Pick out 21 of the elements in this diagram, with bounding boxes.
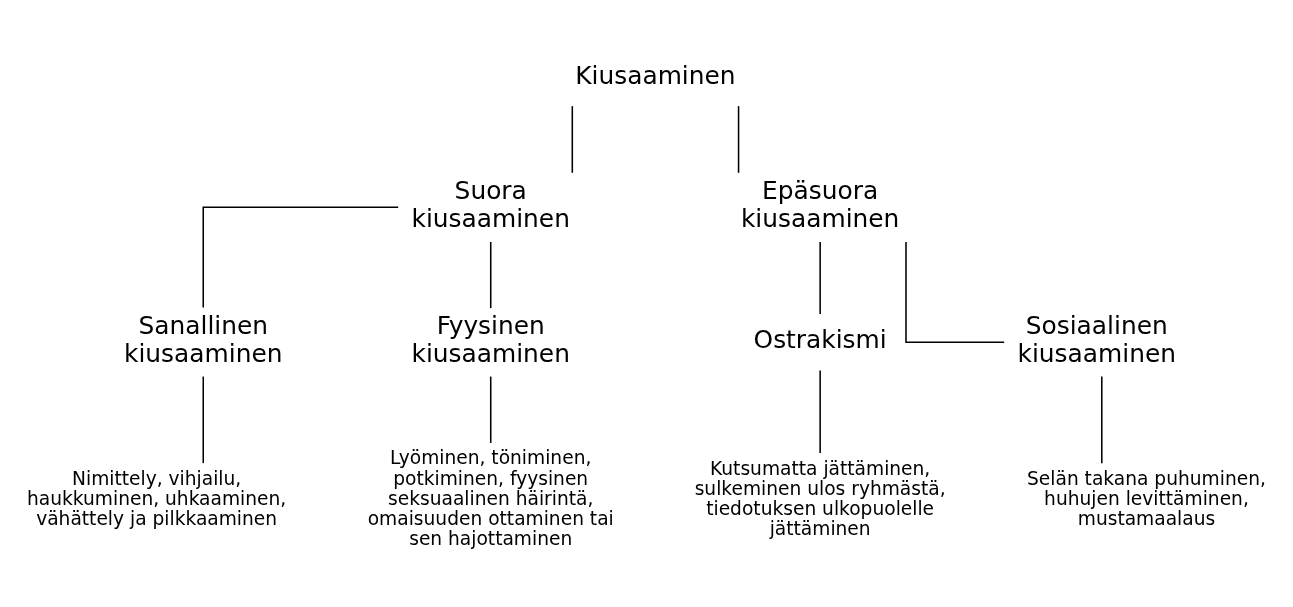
connector xyxy=(489,375,492,444)
connector xyxy=(1101,375,1103,464)
connector xyxy=(905,241,1005,344)
connector xyxy=(819,369,821,454)
node-text: Sanallinen kiusaaminen xyxy=(124,311,283,369)
node-text: Nimittely, vihjailu, haukkuminen, uhkaaminen, vähättely ja pilkkaaminen xyxy=(27,467,287,530)
connector xyxy=(489,241,492,309)
connector xyxy=(202,375,205,464)
node-text: Kiusaaminen xyxy=(575,61,736,91)
node-text: Suora kiusaaminen xyxy=(411,176,570,234)
connector xyxy=(737,105,740,174)
node-text: Selän takana puhuminen, huhujen levittäminen, mustamaalaus xyxy=(1027,467,1266,530)
node-text: Sosiaalinen kiusaaminen xyxy=(1017,311,1176,369)
node-text: Epäsuora kiusaaminen xyxy=(740,176,900,234)
connector xyxy=(202,206,399,309)
node-text: Fyysinen kiusaaminen xyxy=(411,311,570,369)
node-text: Ostrakismi xyxy=(753,325,887,355)
connector xyxy=(571,105,574,174)
node-text: Kutsumatta jättäminen, sulkeminen ulos ryhmästä, tiedotuksen ulkopuolelle jättäminen xyxy=(694,457,946,540)
node-text: Lyöminen, töniminen, potkiminen, fyysinen seksuaalinen häirintä, omaisuuden ottaminen tai sen hajottaminen xyxy=(367,447,614,550)
connector xyxy=(819,241,821,315)
